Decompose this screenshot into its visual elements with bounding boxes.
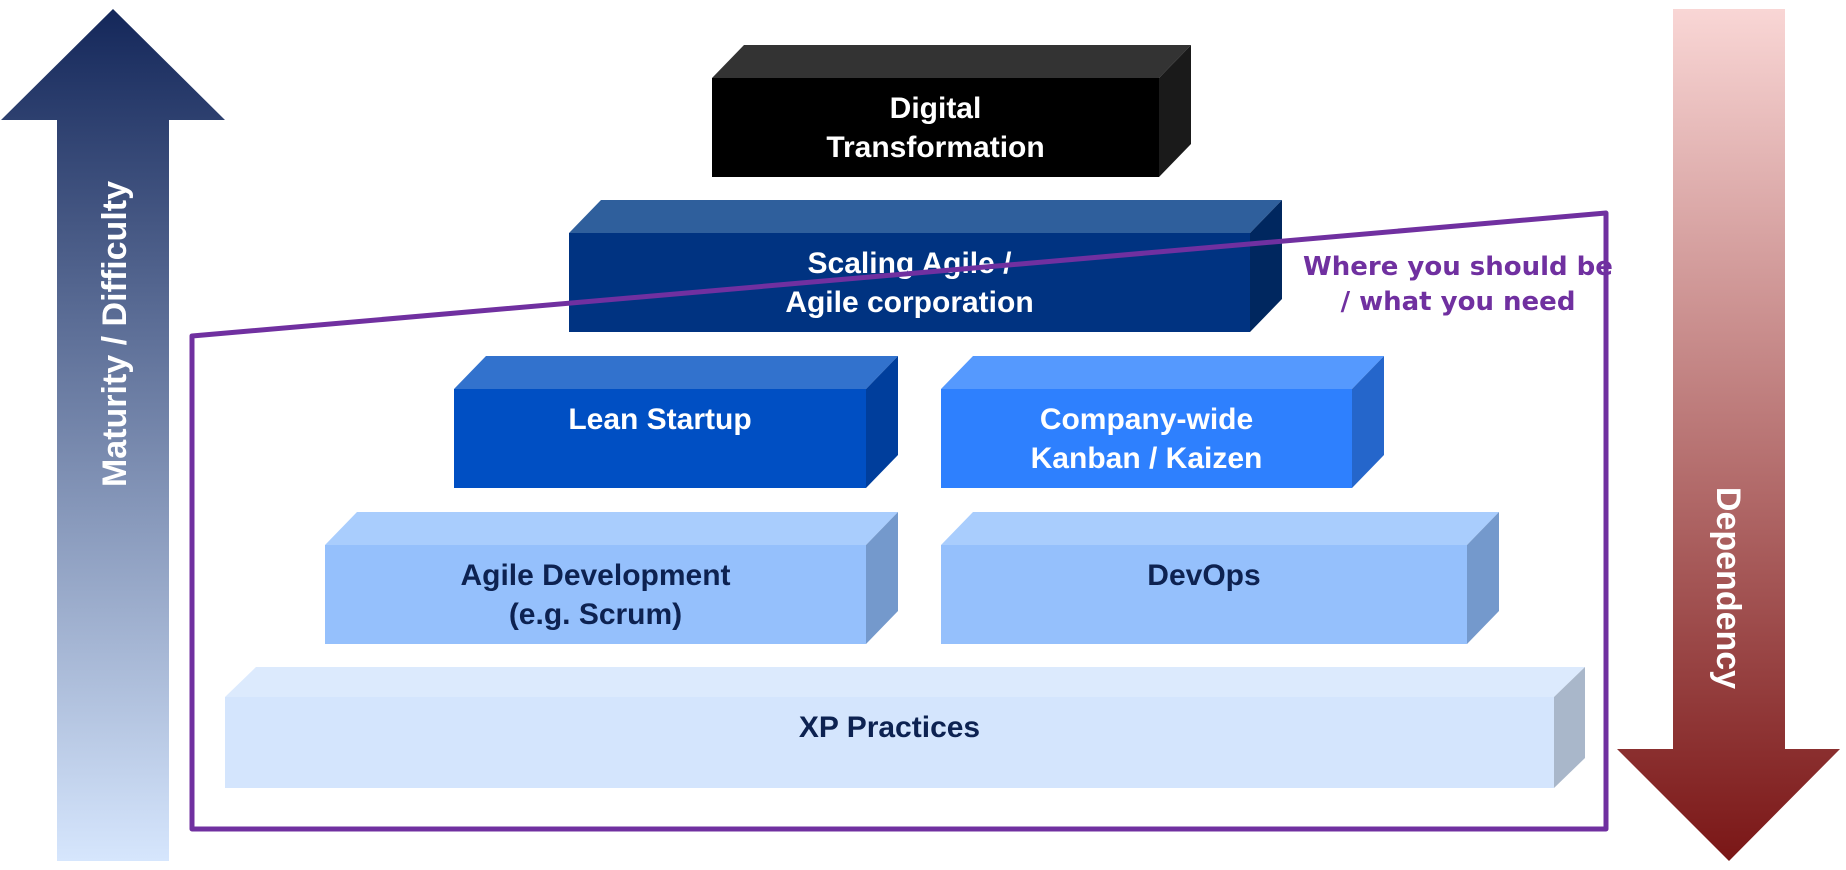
- annotation-line-2: / what you need: [1341, 287, 1576, 317]
- block-front-face: [941, 389, 1352, 488]
- block-scaling-agile: Scaling Agile /Agile corporation: [569, 200, 1282, 332]
- block-label: Lean Startup: [568, 403, 751, 436]
- block-front-face: [712, 78, 1159, 177]
- annotation-line-1: Where you should be: [1303, 252, 1613, 282]
- block-label: Company-wide: [1040, 403, 1253, 436]
- block-side-face: [1352, 356, 1384, 488]
- maturity-arrow: Maturity / Difficulty: [1, 9, 225, 861]
- block-agile-development: Agile Development (e.g. Scrum): [325, 512, 898, 644]
- maturity-difficulty-label: Maturity / Difficulty: [96, 181, 134, 487]
- block-side-face: [1250, 200, 1282, 332]
- target-zone-outline: [189, 210, 1609, 832]
- block-label: Kanban / Kaizen: [1031, 442, 1263, 475]
- block-label: Agile corporation: [785, 286, 1033, 319]
- block-top-face: [454, 356, 898, 389]
- block-front-face: [569, 233, 1250, 332]
- block-top-face: [569, 200, 1282, 233]
- block-front-face: [225, 697, 1554, 788]
- block-top-face: [941, 356, 1384, 389]
- block-front-face: [941, 545, 1467, 644]
- arrow-up-icon: [1, 9, 225, 861]
- block-label: XP Practices: [799, 711, 980, 744]
- block-label: (e.g. Scrum): [509, 598, 682, 631]
- arrow-down-icon: [1617, 9, 1840, 861]
- block-label: Agile Development: [460, 559, 730, 592]
- block-top-face: [712, 45, 1191, 78]
- block-top-face: [225, 667, 1585, 697]
- block-xp-practices: XP Practices: [225, 667, 1585, 788]
- block-side-face: [1554, 667, 1585, 788]
- target-zone-annotation: Where you should be / what you need: [1303, 252, 1613, 317]
- block-front-face: [325, 545, 866, 644]
- block-devops: DevOps: [941, 512, 1499, 644]
- block-side-face: [866, 356, 898, 488]
- block-side-face: [1467, 512, 1499, 644]
- block-lean-startup: Lean Startup: [454, 356, 898, 488]
- block-side-face: [1159, 45, 1191, 177]
- dependency-arrow: Dependency: [1617, 9, 1840, 861]
- block-front-face: [454, 389, 866, 488]
- block-label: Transformation: [826, 131, 1044, 164]
- block-top-face: [325, 512, 898, 545]
- block-top-face: [941, 512, 1499, 545]
- dependency-label: Dependency: [1709, 487, 1747, 689]
- block-label: Digital: [890, 92, 982, 125]
- block-side-face: [866, 512, 898, 644]
- block-label: DevOps: [1147, 559, 1260, 592]
